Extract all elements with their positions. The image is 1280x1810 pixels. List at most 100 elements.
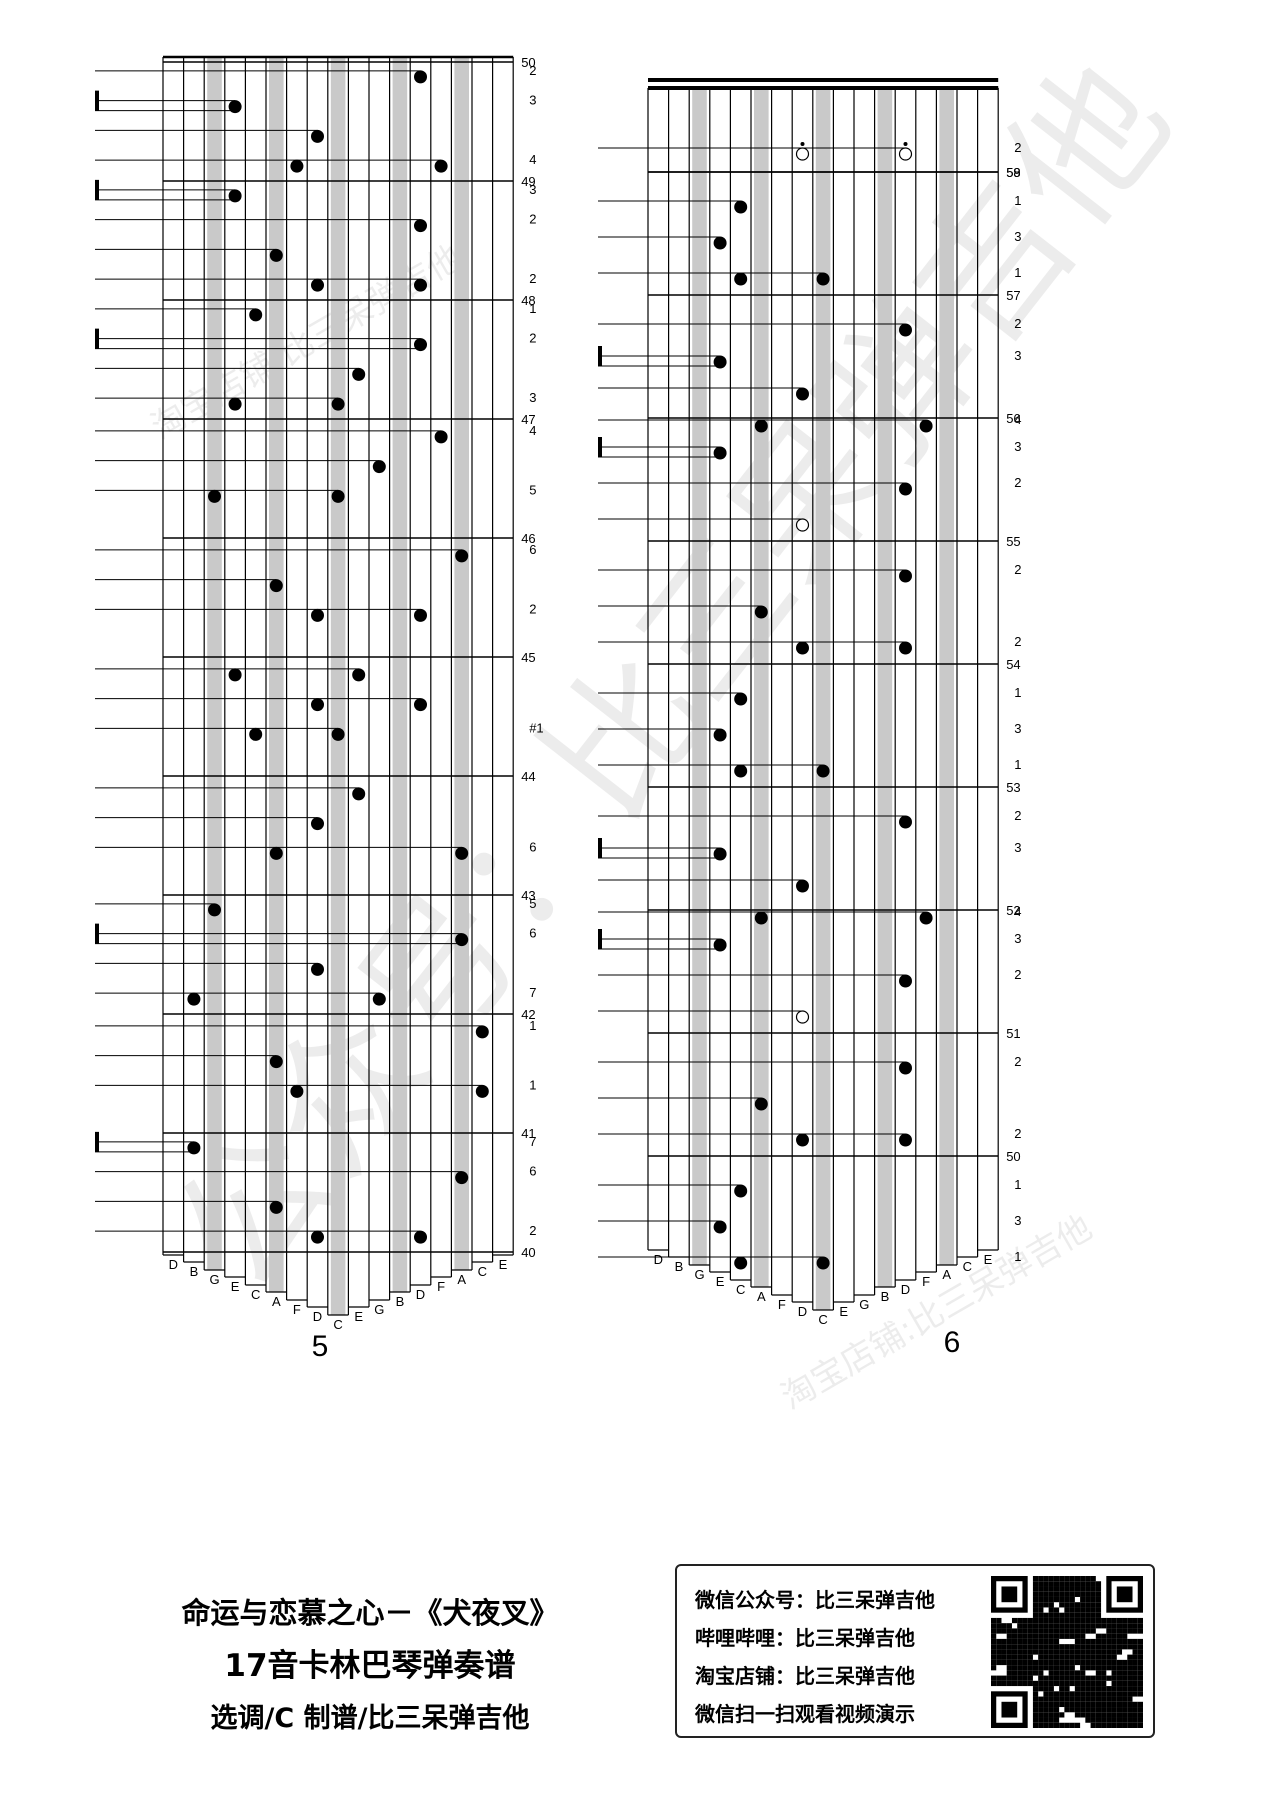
tine-shade	[392, 57, 408, 1292]
qr-module	[1069, 1722, 1075, 1728]
qr-module	[1001, 1680, 1007, 1687]
qr-module	[1043, 1617, 1049, 1624]
qr-module	[1106, 1633, 1112, 1639]
qr-module	[1053, 1644, 1060, 1650]
qr-module	[991, 1649, 997, 1655]
tine-shade	[877, 88, 893, 1287]
qr-module	[1101, 1644, 1107, 1650]
tine-shade	[815, 88, 831, 1310]
score-subtitle: 17音卡林巴琴弹奏谱	[224, 1648, 516, 1684]
qr-module	[1132, 1659, 1138, 1666]
qr-module	[1043, 1602, 1049, 1608]
note-number: 1	[1014, 757, 1021, 772]
qr-module	[1132, 1665, 1138, 1671]
qr-module	[1048, 1596, 1054, 1603]
note-dot	[455, 549, 469, 563]
qr-module	[1032, 1644, 1039, 1650]
qr-module	[1080, 1623, 1086, 1629]
qr-module	[1122, 1633, 1128, 1639]
qr-module	[1080, 1686, 1086, 1692]
qr-module	[1111, 1686, 1117, 1692]
qr-module	[1132, 1722, 1138, 1728]
qr-module	[1032, 1686, 1039, 1692]
qr-module	[1053, 1654, 1060, 1660]
note-number: 2	[1014, 1054, 1021, 1069]
qr-module	[1006, 1665, 1012, 1671]
note-number: #1	[529, 720, 543, 735]
qr-module	[1059, 1596, 1065, 1603]
qr-module	[1006, 1654, 1012, 1660]
qr-module	[1032, 1586, 1039, 1592]
key-label: C	[478, 1264, 487, 1279]
qr-code-icon[interactable]	[991, 1576, 1143, 1728]
qr-module	[1027, 1649, 1033, 1655]
qr-module	[1101, 1701, 1107, 1708]
qr-module	[1111, 1665, 1117, 1671]
qr-module	[1085, 1602, 1091, 1608]
qr-module	[1090, 1654, 1096, 1660]
qr-module	[1059, 1722, 1065, 1728]
note-dot	[816, 1256, 830, 1270]
qr-module	[1038, 1696, 1044, 1702]
qr-module	[1032, 1607, 1039, 1613]
qr-module	[1064, 1644, 1070, 1650]
qr-module	[1106, 1649, 1112, 1655]
key-label: D	[313, 1309, 322, 1324]
qr-module	[1095, 1602, 1102, 1608]
note-dot	[249, 727, 263, 741]
key-label: F	[922, 1274, 930, 1289]
qr-module	[1080, 1707, 1086, 1713]
qr-module	[1069, 1623, 1075, 1629]
note-dot	[352, 787, 366, 801]
note-dot	[414, 219, 427, 233]
qr-module	[1090, 1701, 1096, 1708]
qr-module	[1006, 1659, 1012, 1666]
qr-module	[1085, 1691, 1091, 1697]
key-label: F	[778, 1297, 786, 1312]
qr-module	[1116, 1623, 1123, 1629]
qr-module	[1069, 1649, 1075, 1655]
qr-module	[1106, 1638, 1112, 1645]
qr-module	[1080, 1654, 1086, 1660]
qr-module	[1122, 1623, 1128, 1629]
key-label: G	[859, 1297, 869, 1312]
qr-module	[1090, 1602, 1096, 1608]
qr-module	[1001, 1586, 1018, 1603]
qr-module	[1006, 1680, 1012, 1687]
measure-number: 56	[1006, 411, 1020, 426]
key-label: D	[416, 1287, 425, 1302]
wechat-account: 微信公众号：比三呆弹吉他	[695, 1588, 935, 1612]
qr-module	[991, 1628, 997, 1634]
qr-module	[1132, 1628, 1138, 1634]
qr-module	[1090, 1576, 1096, 1582]
note-dot	[414, 1230, 427, 1244]
bracket-mark	[95, 328, 99, 349]
qr-module	[1027, 1675, 1033, 1681]
qr-module	[1059, 1612, 1065, 1618]
key-label: E	[716, 1274, 725, 1289]
qr-module	[1074, 1659, 1081, 1666]
qr-module	[1038, 1607, 1044, 1613]
qr-module	[1122, 1707, 1128, 1713]
qr-module	[1080, 1696, 1086, 1702]
qr-module	[1038, 1680, 1044, 1687]
qr-module	[1001, 1638, 1007, 1645]
note-dot	[434, 159, 448, 173]
qr-module	[1127, 1654, 1133, 1660]
qr-module	[1095, 1607, 1102, 1613]
qr-module	[1069, 1581, 1075, 1587]
note-number: 2	[529, 331, 536, 346]
qr-module	[1069, 1586, 1075, 1592]
qr-module	[1069, 1612, 1075, 1618]
qr-module	[1080, 1659, 1086, 1666]
qr-module	[1038, 1670, 1044, 1676]
note-dot	[311, 129, 324, 143]
qr-module	[1001, 1675, 1007, 1681]
qr-module	[1116, 1686, 1123, 1692]
qr-module	[1106, 1701, 1112, 1708]
qr-module	[1090, 1596, 1096, 1603]
qr-module	[1085, 1712, 1091, 1718]
key-label: A	[457, 1272, 466, 1287]
note-dot	[455, 933, 469, 947]
